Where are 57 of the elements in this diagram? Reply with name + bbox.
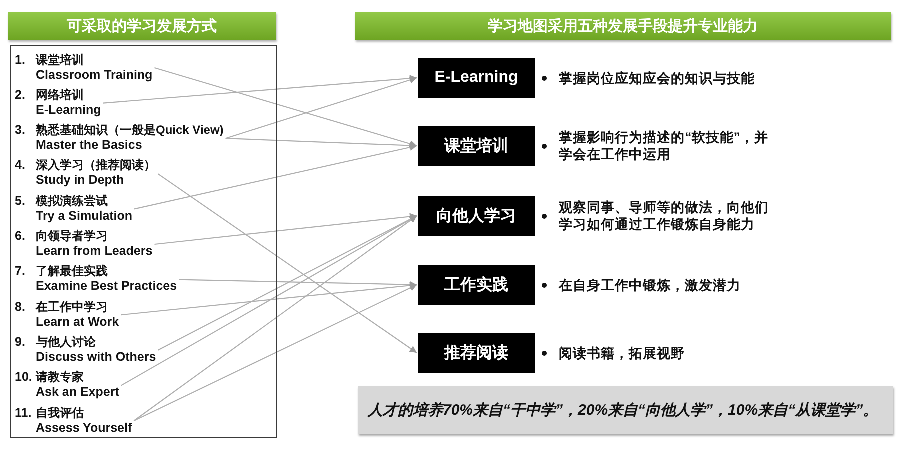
connector-arrow [103,75,418,104]
list-number: 9. [15,334,26,350]
item-subtitle: Learn at Work [36,314,120,330]
item-title: 向领导者学习 [36,229,108,244]
description-text: 掌握影响行为描述的“软技能”，并学会在工作中运用 [559,129,770,163]
item-title: 在工作中学习 [36,300,108,315]
list-number: 4. [15,158,26,174]
connector-arrow [179,279,418,288]
list-number: 8. [15,300,26,315]
item-title: 熟悉基础知识（一般是Quick View) [36,123,224,138]
item-title: 课堂培训 [36,52,84,68]
connector-arrow [154,67,418,148]
method-box: 工作实践 [418,265,535,305]
method-box: E-Learning [418,58,535,98]
item-subtitle: E-Learning [36,102,102,118]
connector-arrow [134,216,418,422]
connector-arrow [158,173,418,354]
method-box: 向他人学习 [418,196,535,236]
list-number: 6. [15,229,26,244]
connector-arrow [226,76,418,140]
item-title: 网络培训 [36,88,84,103]
description-text: 观察同事、导师等的做法，向他们学习如何通过工作锻炼自身能力 [559,199,770,233]
item-subtitle: Ask an Expert [36,385,120,400]
section-header: 学习地图采用五种发展手段提升专业能力 [355,12,891,40]
summary-banner: 人才的培养70%来自“干中学”，20%来自“向他人学”，10%来自“从课堂学”。 [358,386,893,434]
description-text: 在自身工作中锻炼，激发潜力 [559,276,742,294]
connector-arrow [134,144,418,210]
item-title: 模拟演练尝试 [36,194,108,209]
item-title: 与他人讨论 [36,334,96,350]
item-title: 了解最佳实践 [36,264,108,280]
item-title: 请教专家 [36,370,84,386]
item-title: 深入学习（推荐阅读） [36,158,156,174]
item-subtitle: Examine Best Practices [36,279,178,294]
list-number: 1. [15,52,26,68]
item-subtitle: Assess Yourself [36,420,132,436]
item-subtitle: Study in Depth [36,173,124,188]
item-title: 自我评估 [36,406,84,420]
connector-arrow [134,284,418,422]
connector-arrow [121,216,418,386]
item-subtitle: Discuss with Others [36,350,156,365]
list-number: 3. [15,123,26,138]
list-number: 7. [15,264,26,280]
method-box: 课堂培训 [418,126,535,166]
list-number: 2. [15,88,26,103]
description-text: 阅读书籍，拓展视野 [559,344,686,362]
description-text: 掌握岗位应知应会的知识与技能 [559,70,756,86]
item-subtitle: Master the Basics [36,138,142,154]
list-number: 10. [15,370,32,386]
item-subtitle: Classroom Training [36,68,153,82]
list-panel [10,45,277,438]
list-number: 11. [15,406,32,420]
connector-arrow [154,213,418,246]
section-header: 可采取的学习发展方式 [8,12,276,40]
list-number: 5. [15,194,26,209]
item-subtitle: Try a Simulation [36,208,133,224]
method-box: 推荐阅读 [418,333,535,373]
item-subtitle: Learn from Leaders [36,244,153,259]
